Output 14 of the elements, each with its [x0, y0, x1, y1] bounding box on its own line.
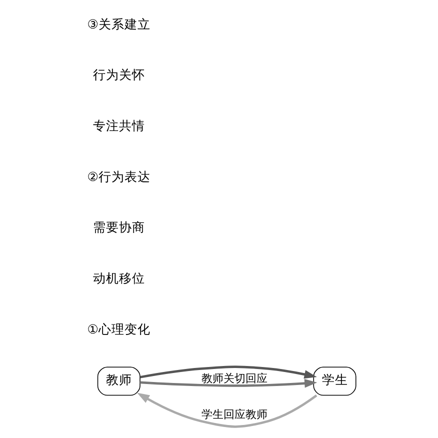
arrow [137, 392, 318, 428]
edge-label: 教师关切回应 [202, 372, 268, 386]
node-box: 学生 [313, 366, 356, 396]
label: 行为关怀 [92, 67, 145, 82]
label: 动机移位 [92, 270, 145, 286]
arrow [140, 366, 317, 379]
label: ①心理变化 [87, 321, 150, 336]
label: 需要协商 [92, 220, 145, 235]
arrow [140, 378, 318, 388]
edge-label: 学生回应教师 [202, 408, 268, 422]
label: ②行为表达 [87, 168, 150, 184]
label: 专注共情 [92, 118, 145, 133]
node-box: 教师 [97, 366, 140, 396]
label: ③关系建立 [87, 16, 150, 32]
